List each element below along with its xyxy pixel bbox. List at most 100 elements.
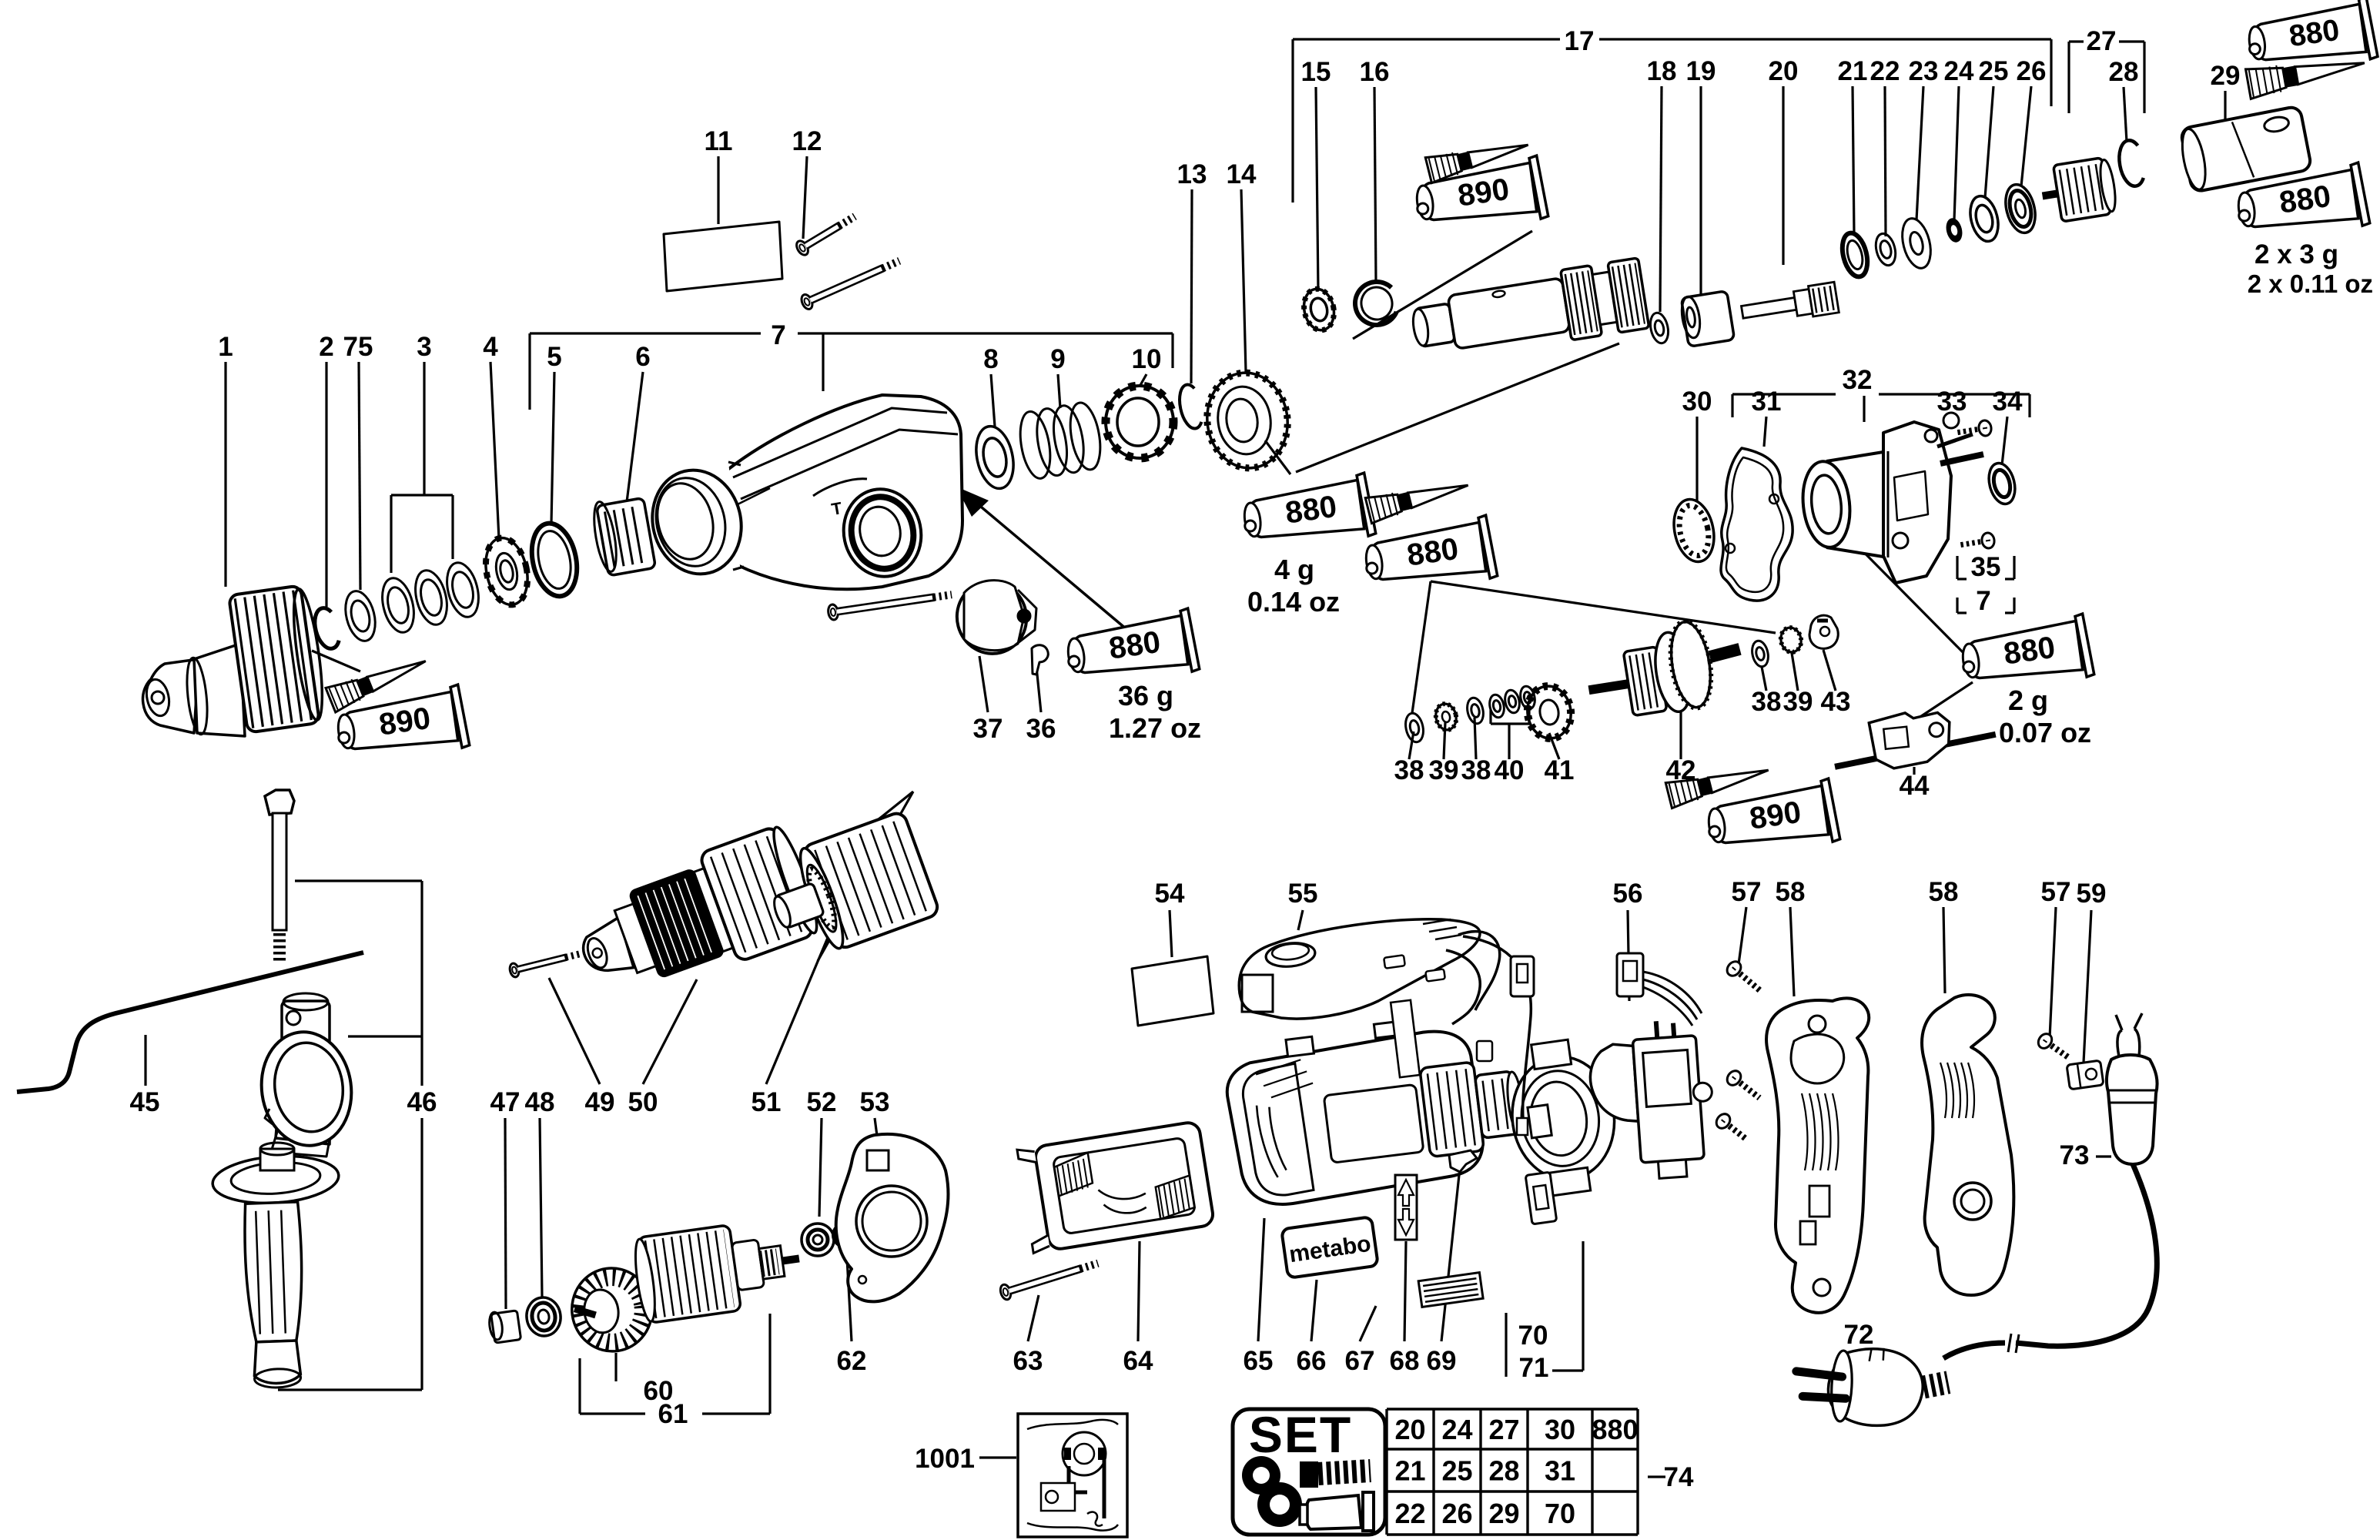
svg-text:24: 24	[1441, 1414, 1472, 1445]
svg-text:46: 46	[407, 1087, 437, 1117]
svg-text:28: 28	[1488, 1455, 1519, 1487]
svg-text:880: 880	[2002, 631, 2057, 671]
svg-text:1: 1	[218, 332, 233, 362]
svg-text:33: 33	[1937, 387, 1967, 417]
svg-text:71: 71	[1519, 1353, 1549, 1383]
svg-text:60: 60	[644, 1376, 674, 1406]
svg-text:890: 890	[377, 701, 433, 742]
svg-text:31: 31	[1545, 1455, 1575, 1487]
svg-text:SET: SET	[1249, 1406, 1352, 1463]
svg-text:43: 43	[1821, 687, 1851, 717]
svg-text:37: 37	[973, 714, 1003, 744]
svg-text:67: 67	[1345, 1346, 1375, 1376]
svg-text:62: 62	[837, 1346, 867, 1376]
svg-text:25: 25	[1441, 1455, 1472, 1487]
svg-text:7: 7	[1976, 586, 1990, 616]
svg-text:10: 10	[1132, 344, 1162, 374]
svg-text:36 g: 36 g	[1118, 680, 1173, 711]
svg-text:75: 75	[343, 332, 373, 362]
svg-text:4: 4	[483, 332, 498, 362]
svg-text:16: 16	[1360, 57, 1390, 87]
svg-text:23: 23	[1909, 56, 1939, 86]
svg-text:9: 9	[1050, 344, 1065, 374]
svg-text:36: 36	[1026, 714, 1056, 744]
svg-text:21: 21	[1394, 1455, 1425, 1487]
svg-text:38: 38	[1461, 755, 1491, 785]
svg-text:49: 49	[585, 1087, 615, 1117]
svg-text:30: 30	[1682, 387, 1712, 417]
svg-text:38: 38	[1752, 687, 1782, 717]
svg-text:880: 880	[2287, 14, 2342, 54]
svg-text:35: 35	[1971, 552, 2001, 582]
svg-text:69: 69	[1427, 1346, 1457, 1376]
svg-text:58: 58	[1776, 877, 1806, 907]
svg-text:880: 880	[1107, 625, 1163, 666]
svg-text:7: 7	[771, 320, 785, 350]
svg-text:56: 56	[1613, 879, 1643, 909]
svg-text:15: 15	[1301, 57, 1331, 87]
svg-text:25: 25	[1979, 56, 2009, 86]
svg-text:41: 41	[1545, 755, 1575, 785]
svg-text:29: 29	[1488, 1498, 1519, 1529]
svg-text:0.14 oz: 0.14 oz	[1247, 586, 1340, 618]
svg-text:19: 19	[1686, 56, 1716, 86]
svg-text:1.27 oz: 1.27 oz	[1109, 712, 1201, 744]
svg-text:20: 20	[1394, 1414, 1425, 1445]
svg-text:74: 74	[1664, 1462, 1694, 1492]
svg-text:28: 28	[2109, 57, 2139, 87]
svg-text:63: 63	[1013, 1346, 1043, 1376]
svg-text:47: 47	[490, 1087, 521, 1117]
svg-text:39: 39	[1429, 755, 1459, 785]
svg-text:68: 68	[1390, 1346, 1420, 1376]
svg-text:65: 65	[1244, 1346, 1274, 1376]
svg-text:40: 40	[1495, 755, 1525, 785]
svg-text:14: 14	[1227, 159, 1257, 189]
svg-text:53: 53	[860, 1087, 890, 1117]
svg-text:5: 5	[547, 342, 561, 372]
svg-text:6: 6	[635, 342, 650, 372]
svg-text:38: 38	[1394, 755, 1424, 785]
svg-text:8: 8	[983, 344, 998, 374]
svg-text:27: 27	[1488, 1414, 1519, 1445]
svg-text:24: 24	[1944, 56, 1974, 86]
svg-text:72: 72	[1844, 1320, 1874, 1350]
svg-text:880: 880	[2278, 179, 2333, 220]
svg-text:22: 22	[1394, 1498, 1425, 1529]
svg-text:20: 20	[1769, 56, 1799, 86]
svg-text:57: 57	[2041, 877, 2071, 907]
svg-text:13: 13	[1177, 159, 1207, 189]
svg-text:12: 12	[792, 126, 822, 156]
svg-text:45: 45	[130, 1087, 160, 1117]
svg-text:55: 55	[1288, 879, 1318, 909]
svg-text:0.07 oz: 0.07 oz	[1999, 717, 2091, 748]
svg-text:48: 48	[525, 1087, 555, 1117]
svg-text:1001: 1001	[915, 1444, 975, 1474]
svg-text:18: 18	[1647, 56, 1677, 86]
svg-text:27: 27	[2087, 26, 2117, 56]
svg-text:34: 34	[1993, 387, 2023, 417]
svg-text:66: 66	[1297, 1346, 1327, 1376]
svg-text:51: 51	[751, 1087, 782, 1117]
svg-text:2 x 3 g: 2 x 3 g	[2254, 239, 2338, 270]
svg-text:70: 70	[1518, 1321, 1548, 1351]
svg-text:26: 26	[1441, 1498, 1472, 1529]
svg-text:39: 39	[1783, 687, 1813, 717]
svg-text:57: 57	[1732, 877, 1762, 907]
svg-text:32: 32	[1843, 365, 1873, 395]
svg-text:54: 54	[1155, 879, 1185, 909]
svg-text:880: 880	[1592, 1414, 1638, 1445]
svg-text:T: T	[830, 498, 844, 519]
svg-text:59: 59	[2077, 879, 2107, 909]
svg-text:31: 31	[1752, 387, 1782, 417]
svg-text:890: 890	[1456, 172, 1511, 213]
svg-text:17: 17	[1565, 26, 1595, 56]
svg-text:61: 61	[658, 1399, 688, 1429]
svg-text:64: 64	[1123, 1346, 1153, 1376]
svg-text:29: 29	[2211, 61, 2241, 91]
svg-text:2 x 0.11 oz: 2 x 0.11 oz	[2248, 270, 2373, 298]
svg-text:50: 50	[628, 1087, 658, 1117]
svg-text:21: 21	[1838, 56, 1868, 86]
svg-text:52: 52	[807, 1087, 837, 1117]
svg-text:30: 30	[1545, 1414, 1575, 1445]
svg-text:11: 11	[705, 126, 733, 156]
